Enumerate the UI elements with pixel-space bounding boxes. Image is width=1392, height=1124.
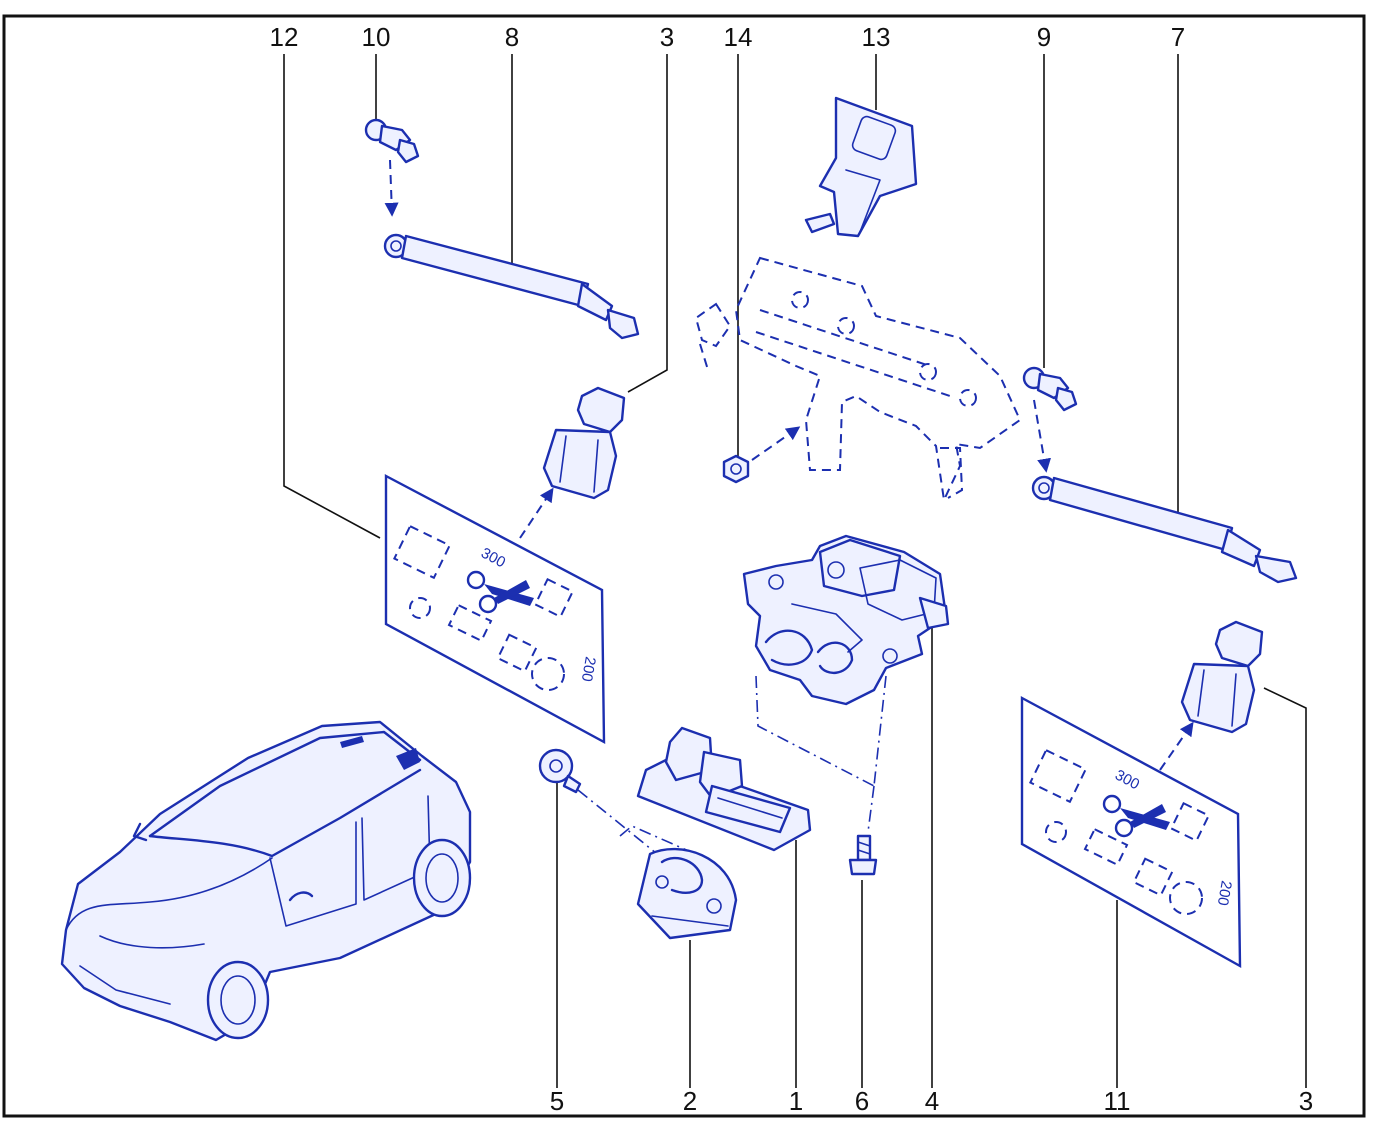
part-6-bolt <box>848 834 878 876</box>
callout-6: 6 <box>855 1086 869 1116</box>
callout-4: 4 <box>925 1086 939 1116</box>
diagram-frame <box>2 14 1366 1118</box>
callout-8: 8 <box>505 22 519 52</box>
part-12-repair-sheet: 300 200 <box>384 474 606 745</box>
sheet-left-side-number: 200 <box>578 655 599 683</box>
part-8-gas-strut <box>383 233 640 340</box>
callout-10: 10 <box>362 22 391 52</box>
front-wheel <box>206 960 270 1040</box>
callout-13: 13 <box>862 22 891 52</box>
scissors-icon <box>466 570 534 614</box>
leader-3-top <box>627 54 668 393</box>
part-5-screw <box>538 748 725 909</box>
callout-1: 1 <box>789 1086 803 1116</box>
scissors-icon <box>1102 794 1170 838</box>
vehicle-illustration <box>60 720 472 1042</box>
callout-2: 2 <box>683 1086 697 1116</box>
part-9-ball-stud <box>1022 366 1078 473</box>
callout-7: 7 <box>1171 22 1185 52</box>
rear-wheel <box>412 838 472 918</box>
leader-12 <box>283 54 381 539</box>
sheet-right-side-number: 200 <box>1214 879 1235 907</box>
part-2-striker-plate <box>636 847 738 940</box>
callout-9: 9 <box>1037 22 1051 52</box>
callout-12: 12 <box>270 22 299 52</box>
callout-3-top: 3 <box>660 22 674 52</box>
part-3-sensor-upper <box>519 386 626 539</box>
part-14-nut <box>722 426 801 484</box>
part-7-gas-strut <box>1031 475 1298 584</box>
callout-3-bottom: 3 <box>1299 1086 1313 1116</box>
callout-14: 14 <box>724 22 753 52</box>
dashed-backing-plate <box>694 256 1022 504</box>
part-4-lock-mechanism <box>742 534 950 833</box>
part-13-bracket <box>804 96 918 238</box>
part-10-ball-stud <box>364 118 420 217</box>
callout-11: 11 <box>1104 1086 1131 1116</box>
part-3-sensor-lower <box>1159 620 1264 771</box>
part-1-switch-unit <box>636 726 812 852</box>
leader-lines <box>283 54 1307 1088</box>
callout-5: 5 <box>550 1086 564 1116</box>
leader-3-bottom <box>1263 687 1307 1088</box>
part-11-repair-sheet: 300 200 <box>1020 695 1242 969</box>
